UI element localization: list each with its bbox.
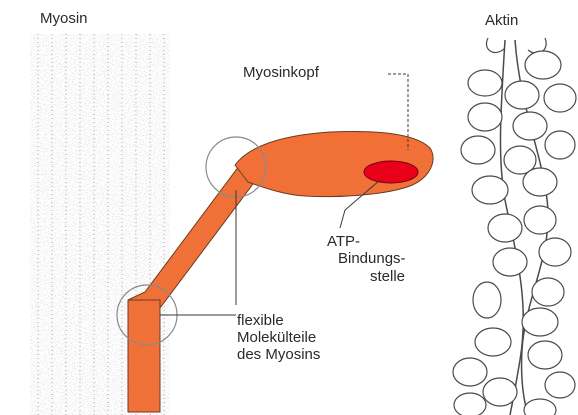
actin-bead: [525, 51, 561, 79]
aktin-label: Aktin: [485, 12, 518, 29]
actin-bead: [468, 70, 502, 96]
atp-binding-label-line-2: Bindungs-: [338, 250, 406, 267]
actin-bead: [475, 328, 511, 356]
actin-bead: [523, 168, 557, 196]
actin-filament: [453, 38, 576, 415]
actin-bead: [505, 81, 539, 109]
flexible-parts-label-line-1: flexible: [237, 312, 284, 329]
myosin-label: Myosin: [40, 10, 88, 27]
actin-bead: [544, 84, 576, 112]
actin-bead: [532, 278, 564, 306]
actin-bead: [539, 238, 571, 266]
flexible-parts-label-line-2: Molekülteile: [237, 329, 316, 346]
flexible-parts-label-line-3: des Myosins: [237, 346, 320, 363]
actin-bead: [522, 308, 558, 336]
myosinkopf-label: Myosinkopf: [243, 64, 319, 81]
actin-bead: [472, 176, 508, 204]
actin-bead: [454, 393, 486, 415]
actin-bead: [488, 214, 522, 242]
actin-bead: [545, 372, 575, 398]
actin-bead: [453, 358, 487, 386]
actin-bead: [473, 282, 501, 318]
actin-bead: [528, 341, 562, 369]
actin-bead: [513, 112, 547, 140]
atp-binding-site: [364, 161, 418, 183]
actin-bead: [524, 399, 556, 415]
actin-top-hook-left: [486, 38, 505, 53]
actin-bead: [524, 206, 556, 234]
atp-binding-label-line-1: ATP-: [327, 233, 360, 250]
actin-bead: [468, 103, 502, 131]
actin-bead: [545, 131, 575, 159]
actin-bead: [493, 248, 527, 276]
atp-binding-label-line-3: stelle: [370, 268, 405, 285]
actin-bead: [483, 378, 517, 406]
actin-bead: [461, 136, 495, 164]
